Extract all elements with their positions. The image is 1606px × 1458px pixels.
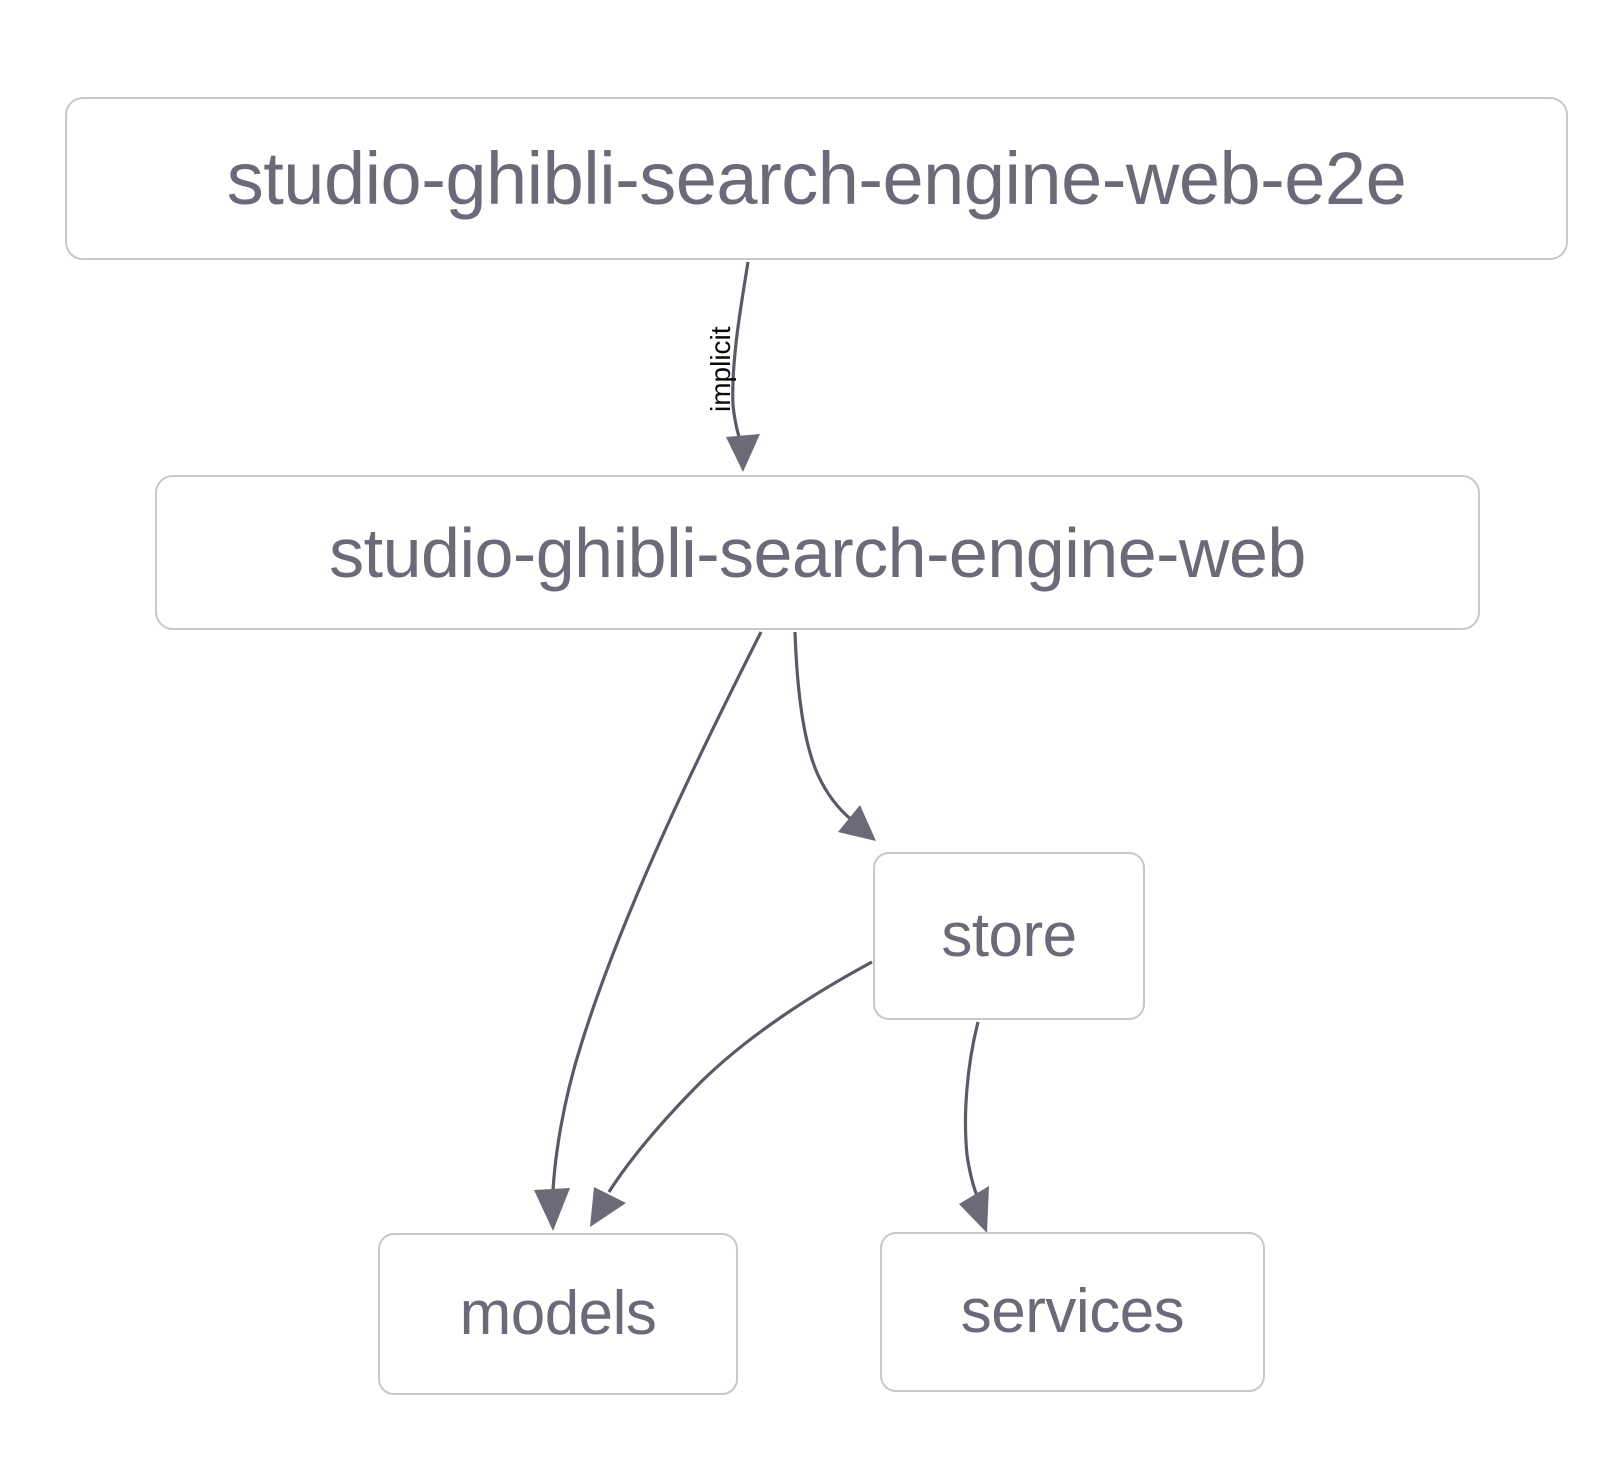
edge-label-implicit: implicit bbox=[705, 326, 736, 412]
edge-root-to-web-arrowhead bbox=[726, 434, 760, 472]
node-studio-ghibli-search-engine-web[interactable]: studio-ghibli-search-engine-web bbox=[155, 475, 1480, 630]
edge-store-to-services[interactable] bbox=[959, 1021, 989, 1233]
edge-store-to-services-path bbox=[963, 1021, 980, 1197]
node-label: models bbox=[459, 1279, 657, 1348]
node-models[interactable]: models bbox=[378, 1233, 738, 1395]
node-label: studio-ghibli-search-engine-web bbox=[329, 513, 1306, 592]
edge-store-to-models-arrowhead bbox=[590, 1187, 626, 1227]
edge-web-to-models-path bbox=[551, 631, 763, 1191]
node-studio-ghibli-search-engine-web-e2e[interactable]: studio-ghibli-search-engine-web-e2e bbox=[65, 97, 1568, 260]
edge-web-to-models-arrowhead bbox=[534, 1188, 570, 1231]
node-label: store bbox=[941, 901, 1077, 970]
edge-web-to-store[interactable] bbox=[793, 631, 876, 841]
edge-store-to-models[interactable] bbox=[590, 960, 873, 1227]
edge-web-to-store-path bbox=[793, 631, 854, 823]
edge-store-to-models-path bbox=[607, 960, 873, 1193]
edge-web-to-store-arrowhead bbox=[838, 805, 876, 841]
node-label: studio-ghibli-search-engine-web-e2e bbox=[226, 136, 1407, 220]
edge-store-to-services-arrowhead bbox=[959, 1186, 989, 1233]
node-services[interactable]: services bbox=[880, 1232, 1265, 1392]
node-store[interactable]: store bbox=[873, 852, 1145, 1020]
node-label: services bbox=[960, 1277, 1185, 1346]
edge-web-to-models[interactable] bbox=[534, 631, 763, 1231]
